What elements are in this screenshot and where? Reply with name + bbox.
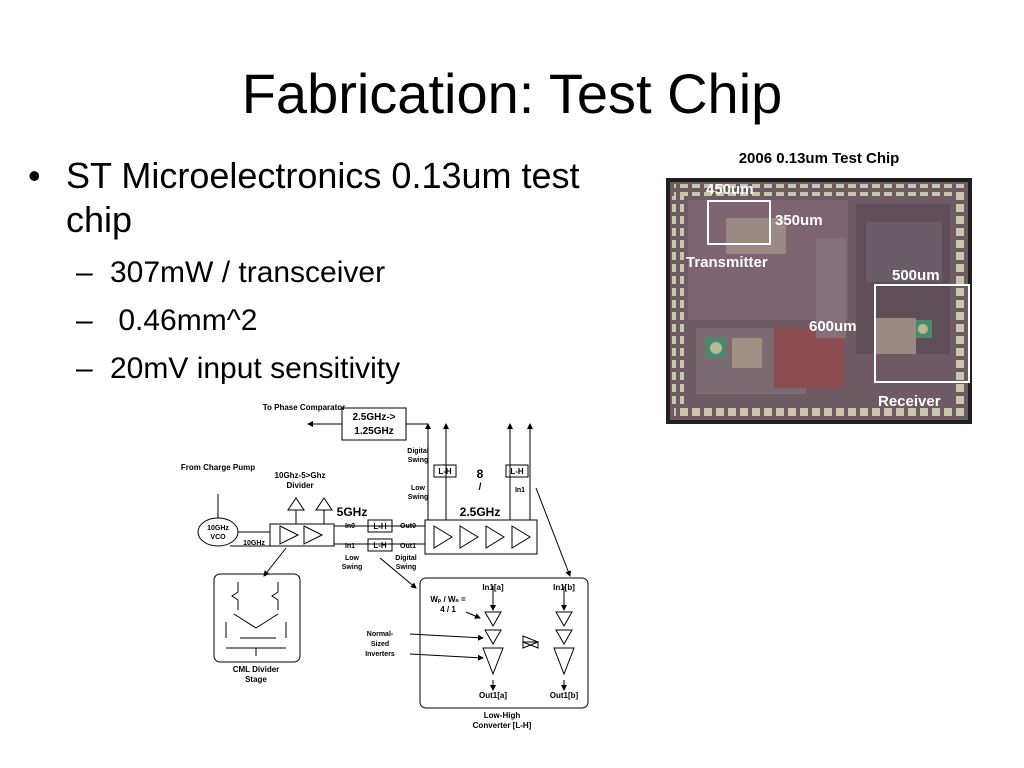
lh-block-label: L-H [373, 522, 387, 531]
sub-bullet-text: 20mV input sensitivity [110, 352, 401, 385]
out1b-label: Out1[b] [550, 691, 579, 700]
divider-title-line2: Divider [286, 481, 313, 490]
chip-photo-caption: 2006 0.13um Test Chip [738, 150, 900, 167]
in0-label: In0 [345, 523, 355, 530]
in1b-label: In1[b] [553, 583, 575, 592]
bus-count-label: 8 [477, 467, 484, 481]
sub-bullet: – 307mW / transceiver [28, 254, 658, 292]
digital-swing-label-line1: Digital [407, 448, 428, 455]
transmitter-label: Transmitter [686, 254, 768, 271]
inverters-label-line3: Inverters [365, 651, 395, 658]
converter-label-line1: Low-High [484, 711, 521, 720]
in1-label: In1 [515, 487, 525, 494]
lh-block-label: L-H [510, 467, 524, 476]
bullet-text-line1: ST Microelectronics 0.13um test [66, 155, 580, 196]
receiver-label: Receiver [878, 393, 941, 410]
converter-label-line2: Converter [L-H] [473, 721, 532, 730]
in1a-label: In1[a] [482, 583, 504, 592]
div-box-line2: 1.25GHz [354, 426, 393, 437]
cml-label-line2: Stage [245, 675, 267, 684]
sub-bullet-text: 307mW / transceiver [110, 256, 386, 289]
bullet-item: • ST Microelectronics 0.13um test chip [28, 154, 658, 242]
out0-label: Out0 [400, 523, 416, 530]
charge-pump-label: From Charge Pump [181, 463, 255, 472]
chip-die-photo: 450um 350um Transmitter 500um 600um Rece… [666, 178, 972, 424]
lh-block-label: L-H [438, 467, 452, 476]
digital-swing-label-line2: Swing [396, 564, 417, 571]
sub-bullet-text: 0.46mm^2 [110, 304, 258, 337]
dash-icon: – [76, 304, 93, 337]
out1a-label: Out1[a] [479, 691, 507, 700]
tx-height-label: 350um [775, 212, 823, 229]
rx-height-label: 600um [809, 318, 857, 335]
digital-swing-label-line1: Digital [395, 555, 416, 562]
vco-label-line1: 10GHz [207, 525, 229, 532]
sub-bullet: – 20mV input sensitivity [28, 350, 658, 388]
inverters-label-line2: Sized [371, 641, 389, 648]
ratio-label-line2: 4 / 1 [440, 605, 456, 614]
phase-comparator-label: To Phase Comparator [263, 403, 346, 412]
freq-2-5ghz: 2.5GHz [460, 505, 501, 519]
divider-title-line1: 10Ghz-5>Ghz [275, 471, 326, 480]
div-box-line1: 2.5GHz-> [352, 412, 395, 423]
in1-label: In1 [345, 543, 355, 550]
inverters-label-line1: Normal- [367, 631, 394, 638]
digital-swing-label-line2: Swing [408, 457, 429, 464]
vco-out-label: 10GHz [243, 540, 265, 547]
dash-icon: – [76, 352, 93, 385]
bullet-dot-icon: • [28, 155, 41, 196]
dash-icon: – [76, 256, 93, 289]
tx-width-label: 450um [706, 181, 754, 198]
low-swing-label-line2: Swing [408, 494, 429, 501]
bullet-text-line2: chip [66, 199, 133, 240]
low-swing-label-line2: Swing [342, 564, 363, 571]
lh-block-label: L-H [373, 541, 387, 550]
svg-text:/: / [479, 482, 482, 493]
freq-5ghz: 5GHz [337, 505, 368, 519]
low-swing-label-line1: Low [345, 555, 360, 562]
vco-label-line2: VCO [210, 534, 226, 541]
circuit-schematic: To Phase Comparator 2.5GHz-> 1.25GHz Fro… [181, 403, 589, 730]
low-swing-label-line1: Low [411, 485, 426, 492]
out1-label: Out1 [400, 543, 416, 550]
sub-bullet: – 0.46mm^2 [28, 302, 658, 340]
bullet-list: • ST Microelectronics 0.13um test chip –… [28, 154, 658, 388]
rx-width-label: 500um [892, 267, 940, 284]
cml-label-line1: CML Divider [233, 665, 280, 674]
ratio-label-line1: Wₚ / Wₙ = [430, 595, 466, 604]
slide-title: Fabrication: Test Chip [241, 62, 783, 125]
